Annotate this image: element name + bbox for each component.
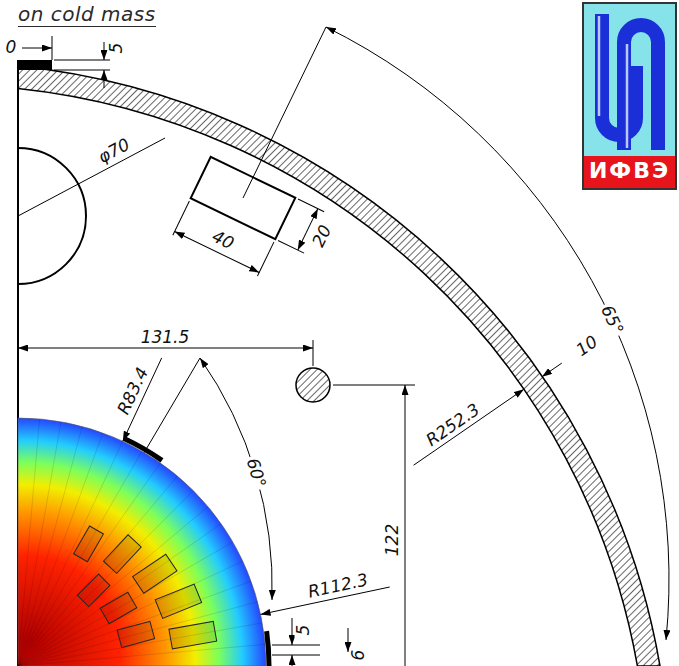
extension-line [333,385,415,386]
extension-line [278,240,304,253]
dimension-label: 10 [571,332,602,361]
logo-text: ИФВЭ [589,158,670,184]
dimension-label: 122 [384,522,401,558]
title-text: on cold mass [18,2,156,27]
coil-blocks [74,526,217,649]
leader-line [18,138,165,216]
coil-block [100,592,137,624]
coil-block [77,574,110,607]
dimension-line [292,618,293,645]
logo-highlight [626,44,629,148]
extension-line [298,199,324,212]
hole-outline [18,148,86,284]
radial-line [243,27,326,198]
dimension-line [104,70,105,88]
dimension-label: 60° [243,454,269,492]
dimension-label: φ70 [94,135,135,167]
dimension-label: R112.3 [305,571,372,601]
logo-symbol [602,14,636,135]
logo-highlight [598,16,601,116]
logo-box: ИФВЭ [582,2,677,190]
coil-block [74,526,104,562]
logo-ground [582,2,677,190]
coil-block [117,621,155,647]
logo-bar [582,156,677,190]
coil-block [103,535,141,574]
dimension-label: 40 [207,227,237,253]
dimension-label: 5 [295,623,312,638]
dimension-label: 65° [597,301,627,339]
extension-line [54,60,110,61]
dimension-label: 5 [108,41,125,56]
dimension-label: R252.3 [421,400,484,451]
dimension-line [348,628,349,652]
dimension-line [542,363,562,377]
dimension-label: 0 [4,39,19,56]
dimension-label: 131.5 [139,329,192,346]
dimension-label: 20 [309,221,335,251]
field-mesh [18,419,265,666]
dimension-line [292,655,293,666]
extension-line [272,655,320,656]
dimension-line [22,48,52,49]
channel-group [173,157,324,290]
rod-section [296,368,330,402]
shell-ground [18,66,660,666]
dimension-line [104,42,105,60]
radial-line [144,358,200,453]
coil-block [155,584,201,618]
dimension-line [18,348,313,349]
dimension-line [405,385,406,666]
dimension-label: R83.4 [114,363,152,419]
extension-line [173,201,190,235]
extension-line [313,340,314,366]
angle-arc [200,358,272,600]
rod-ground [296,368,330,402]
extension-line [272,645,320,646]
coil-block [169,621,217,649]
dimension-label: 6 [350,648,367,663]
field-map [18,418,266,666]
extension-line [54,70,110,71]
coil-block [133,554,177,593]
collar-segment [124,439,162,461]
extension-line [257,242,274,276]
outer-shell [18,66,660,666]
collar-segment [267,631,269,666]
radius-leader [414,389,524,465]
plate [18,60,52,70]
